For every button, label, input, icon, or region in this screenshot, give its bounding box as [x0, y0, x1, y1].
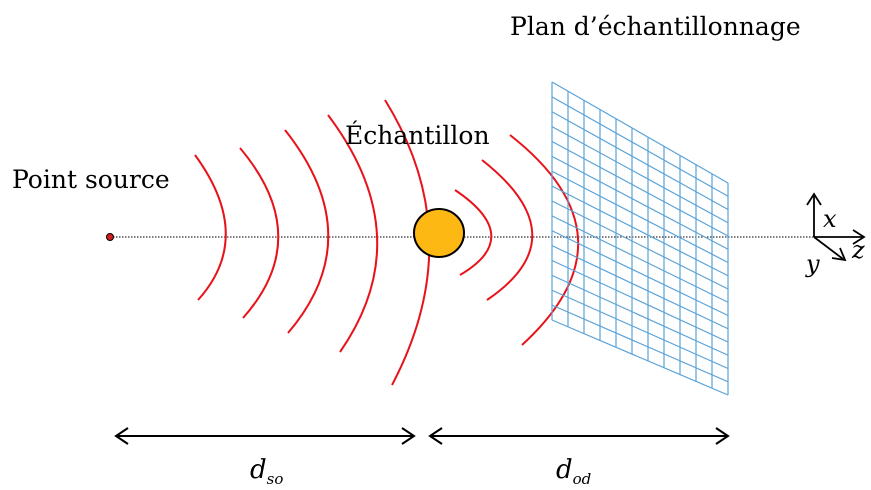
point-source-dot	[106, 233, 114, 241]
wavefront-2	[239, 147, 280, 319]
grid-horizontal-line	[551, 155, 729, 250]
grid-horizontal-line	[551, 126, 729, 224]
dso-label: dso	[250, 455, 283, 488]
grid-horizontal-line	[551, 215, 729, 303]
grid-horizontal-line	[551, 81, 729, 184]
detector-grid	[551, 81, 729, 396]
sample-object	[413, 208, 465, 258]
incident-wavefronts	[194, 99, 431, 386]
wavefront-after-2	[481, 159, 534, 301]
point-source-label: Point source	[12, 165, 170, 194]
grid-horizontal-line	[551, 230, 729, 317]
wavefront-4	[327, 114, 379, 353]
grid-horizontal-line	[551, 200, 729, 290]
distance-arrows	[114, 427, 730, 445]
grid-horizontal-line	[551, 170, 729, 264]
grid-horizontal-line	[551, 259, 729, 343]
grid-horizontal-line	[551, 245, 729, 330]
dod-label: dod	[556, 455, 591, 488]
grid-horizontal-line	[551, 185, 729, 277]
coordinate-axes	[806, 192, 866, 262]
wavefront-after-1	[454, 189, 493, 276]
grid-horizontal-line	[551, 96, 729, 197]
grid-horizontal-line	[551, 274, 729, 356]
grid-horizontal-line	[551, 140, 729, 237]
grid-horizontal-line	[551, 289, 729, 370]
transmitted-wavefronts	[454, 134, 580, 346]
wavefront-after-3	[509, 134, 580, 346]
z-axis-label: z	[851, 236, 865, 264]
wavefront-1	[194, 154, 227, 301]
wavefront-3	[284, 129, 330, 334]
y-axis-label: y	[805, 250, 820, 278]
sample-label: Échantillon	[345, 121, 490, 150]
y-axis-arrow	[813, 236, 844, 260]
detector-plane-label: Plan d’échantillonnage	[510, 12, 801, 41]
grid-horizontal-line	[551, 319, 729, 396]
grid-horizontal-line	[551, 304, 729, 383]
x-axis-label: x	[823, 205, 837, 233]
grid-horizontal-line	[551, 111, 729, 211]
